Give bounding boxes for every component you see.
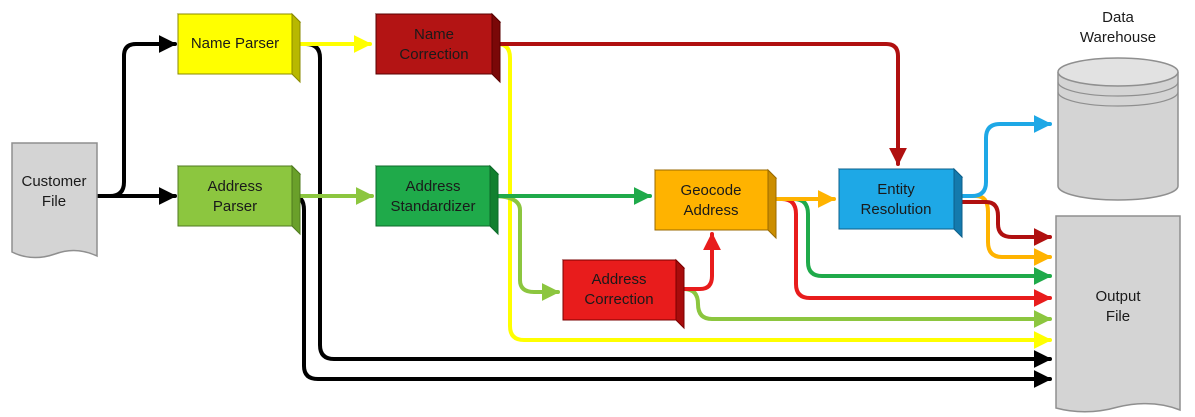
customer-file-node: Customer File bbox=[11, 142, 98, 259]
edge-name-correction-to-entity-resolution bbox=[496, 42, 907, 166]
address-correction-label-2: Correction bbox=[584, 291, 653, 308]
geocode-address-node: Geocode Address bbox=[653, 168, 778, 240]
customer-file-label-2: File bbox=[42, 193, 66, 210]
name-parser-node: Name Parser bbox=[176, 12, 302, 84]
address-parser-node: Address Parser bbox=[176, 164, 302, 236]
edge-address-correction-to-geocode bbox=[674, 232, 721, 291]
edge-entity-to-data-warehouse bbox=[960, 115, 1052, 198]
edge-customer-to-name-parser bbox=[95, 35, 177, 198]
entity-resolution-label-1: Entity bbox=[877, 181, 915, 198]
entity-resolution-label-2: Resolution bbox=[861, 201, 932, 218]
address-parser-label-1: Address bbox=[207, 178, 262, 195]
edge-entity-to-output-darkred bbox=[960, 200, 1052, 246]
data-warehouse-label-2: Warehouse bbox=[1080, 29, 1156, 46]
address-correction-node: Address Correction bbox=[561, 258, 686, 330]
edge-entity-to-output-orange bbox=[960, 194, 1052, 266]
address-standardizer-node: Address Standardizer bbox=[374, 164, 500, 236]
address-standardizer-label-1: Address bbox=[405, 178, 460, 195]
output-file-label-1: Output bbox=[1095, 288, 1141, 305]
edge-standardizer-to-address-correction bbox=[490, 194, 560, 301]
customer-file-label-1: Customer bbox=[21, 173, 86, 190]
output-file-label-2: File bbox=[1106, 308, 1130, 325]
address-standardizer-label-2: Standardizer bbox=[390, 198, 475, 215]
geocode-address-label-2: Address bbox=[683, 202, 738, 219]
name-parser-label: Name Parser bbox=[191, 35, 279, 52]
name-correction-label-1: Name bbox=[414, 26, 454, 43]
geocode-address-label-1: Geocode bbox=[681, 182, 742, 199]
output-file-node: Output File bbox=[1055, 215, 1181, 413]
connectors bbox=[95, 35, 1052, 388]
data-warehouse-label-1: Data bbox=[1102, 9, 1134, 26]
edge-address-correction-to-output bbox=[674, 287, 1052, 328]
name-correction-label-2: Correction bbox=[399, 46, 468, 63]
data-warehouse-node: Data Warehouse bbox=[1057, 9, 1179, 201]
address-parser-label-2: Parser bbox=[213, 198, 257, 215]
name-correction-node: Name Correction bbox=[374, 12, 502, 84]
entity-resolution-node: Entity Resolution bbox=[837, 167, 964, 239]
address-correction-label-1: Address bbox=[591, 271, 646, 288]
